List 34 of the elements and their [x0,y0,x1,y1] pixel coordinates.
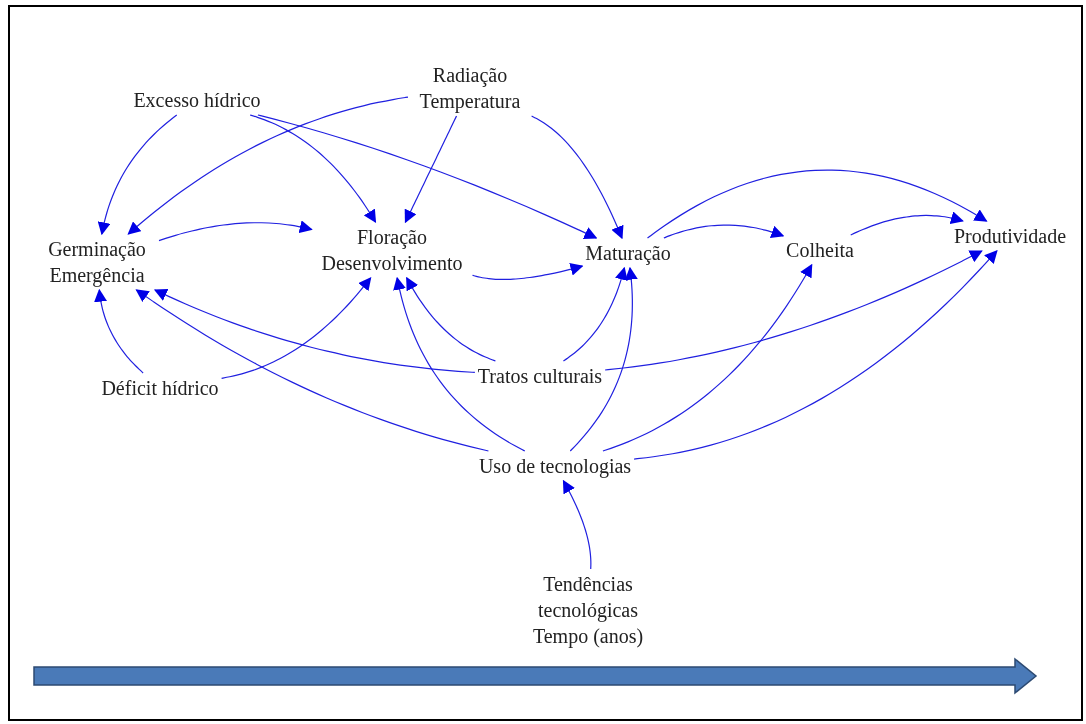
arrow [257,114,598,239]
arrow [646,169,988,239]
arrow [158,220,313,242]
arrow [249,114,377,224]
arrow [221,277,372,379]
arrow [850,211,964,236]
arrow [127,96,409,235]
node-label: Produtividade [953,223,1067,249]
arrow [562,266,628,362]
arrow [569,266,638,452]
arrow [562,479,592,570]
arrow [153,289,476,374]
arrow [663,224,785,239]
arrow [633,250,998,460]
arrow [604,250,983,371]
node-label: Excesso hídrico [133,87,261,113]
arrow [531,115,624,240]
arrow [393,276,526,452]
node-label: Germinação Emergência [38,236,156,288]
arrow [471,262,584,280]
arrow [94,288,144,374]
arrow [97,114,178,236]
node-label: Radiação Temperatura [411,62,529,114]
arrow [404,115,458,224]
node-label: Maturação [585,240,671,266]
arrow [602,263,813,452]
node-label: Colheita [786,237,854,263]
node-label: Tendências tecnológicas Tempo (anos) [524,571,652,649]
node-label: Tratos culturais [477,363,603,389]
node-label: Uso de tecnologias [478,453,632,479]
arrow [406,276,497,362]
arrow [135,289,490,452]
node-label: Floração Desenvolvimento [314,224,470,276]
node-label: Déficit hídrico [101,375,219,401]
